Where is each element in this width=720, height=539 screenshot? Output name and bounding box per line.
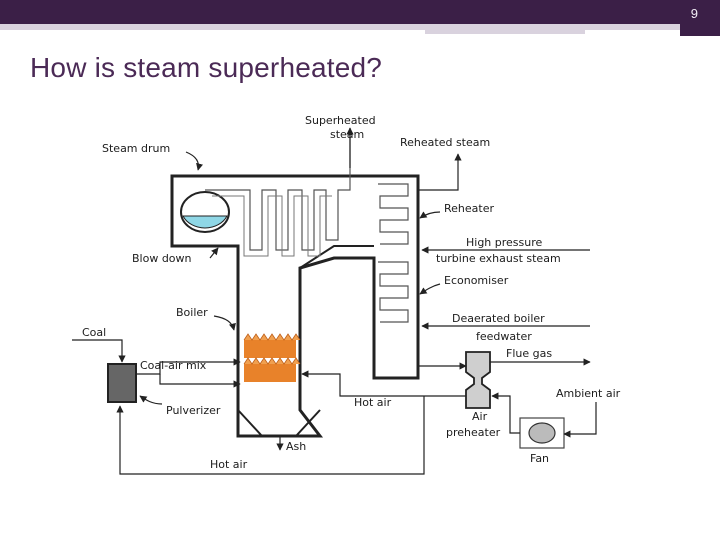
header-band [0,0,720,36]
slide-number: 9 [690,6,698,21]
label-boiler: Boiler [176,306,208,319]
reheater-coil [378,183,409,245]
label-blowdown: Blow down [132,252,192,265]
diagram-labels: Steam drum Superheated steam Reheated st… [82,114,621,471]
label-hot-air-right: Hot air [354,396,392,409]
header-dark-tab [680,0,720,36]
label-fan: Fan [530,452,549,465]
label-ash: Ash [286,440,306,453]
superheater-coil-inner [212,195,332,257]
hot-air-right-arrow [301,370,466,397]
label-economiser: Economiser [444,274,509,287]
furnace-partition [299,245,374,269]
label-deaerated-1: Deaerated boiler [452,312,545,325]
hot-air-bottom-line [116,396,425,475]
reheater-pointer [419,211,441,219]
label-deaerated-2: feedwater [476,330,532,343]
coal-feed-line [72,339,126,363]
label-flue-gas: Flue gas [506,347,552,360]
label-hot-air-bottom: Hot air [210,458,248,471]
label-pulverizer: Pulverizer [166,404,221,417]
header-light-strip [0,24,720,30]
slide-title: How is steam superheated? [30,52,383,83]
label-superheated-2: steam [330,128,364,141]
header-dark-strip [0,0,720,24]
label-coal-air-mix: Coal-air mix [140,359,207,372]
boiler-pointer [213,315,236,331]
economiser-pointer [419,283,441,295]
label-air-preheater-1: Air [472,410,488,423]
pulverizer [107,363,137,403]
superheater-coil [205,128,351,251]
ambient-air-line [563,402,597,438]
label-reheated-steam: Reheated steam [400,136,490,149]
blowdown-pointer [209,247,219,259]
steam-drum-pointer [185,151,204,171]
label-steam-drum: Steam drum [102,142,170,155]
header-light-tab [425,24,585,34]
coal-air-mix-arrow-2 [159,374,241,388]
label-ambient-air: Ambient air [556,387,621,400]
economiser-coil [378,261,409,323]
air-preheater [465,351,491,409]
label-air-preheater-2: preheater [446,426,501,439]
flow-lines [72,127,597,475]
burner-flames [243,333,301,382]
label-hp-2: turbine exhaust steam [436,252,561,265]
label-superheated-1: Superheated [305,114,376,127]
fan [519,417,565,449]
steam-drum [180,191,230,233]
label-coal: Coal [82,326,106,339]
reheated-steam-arrow [418,153,462,191]
fan-to-preheater [491,392,520,434]
pulverizer-pointer [139,395,163,405]
ash-hopper [237,409,321,437]
label-reheater: Reheater [444,202,494,215]
coal-air-mix-arrow [136,358,241,375]
label-hp-1: High pressure [466,236,543,249]
